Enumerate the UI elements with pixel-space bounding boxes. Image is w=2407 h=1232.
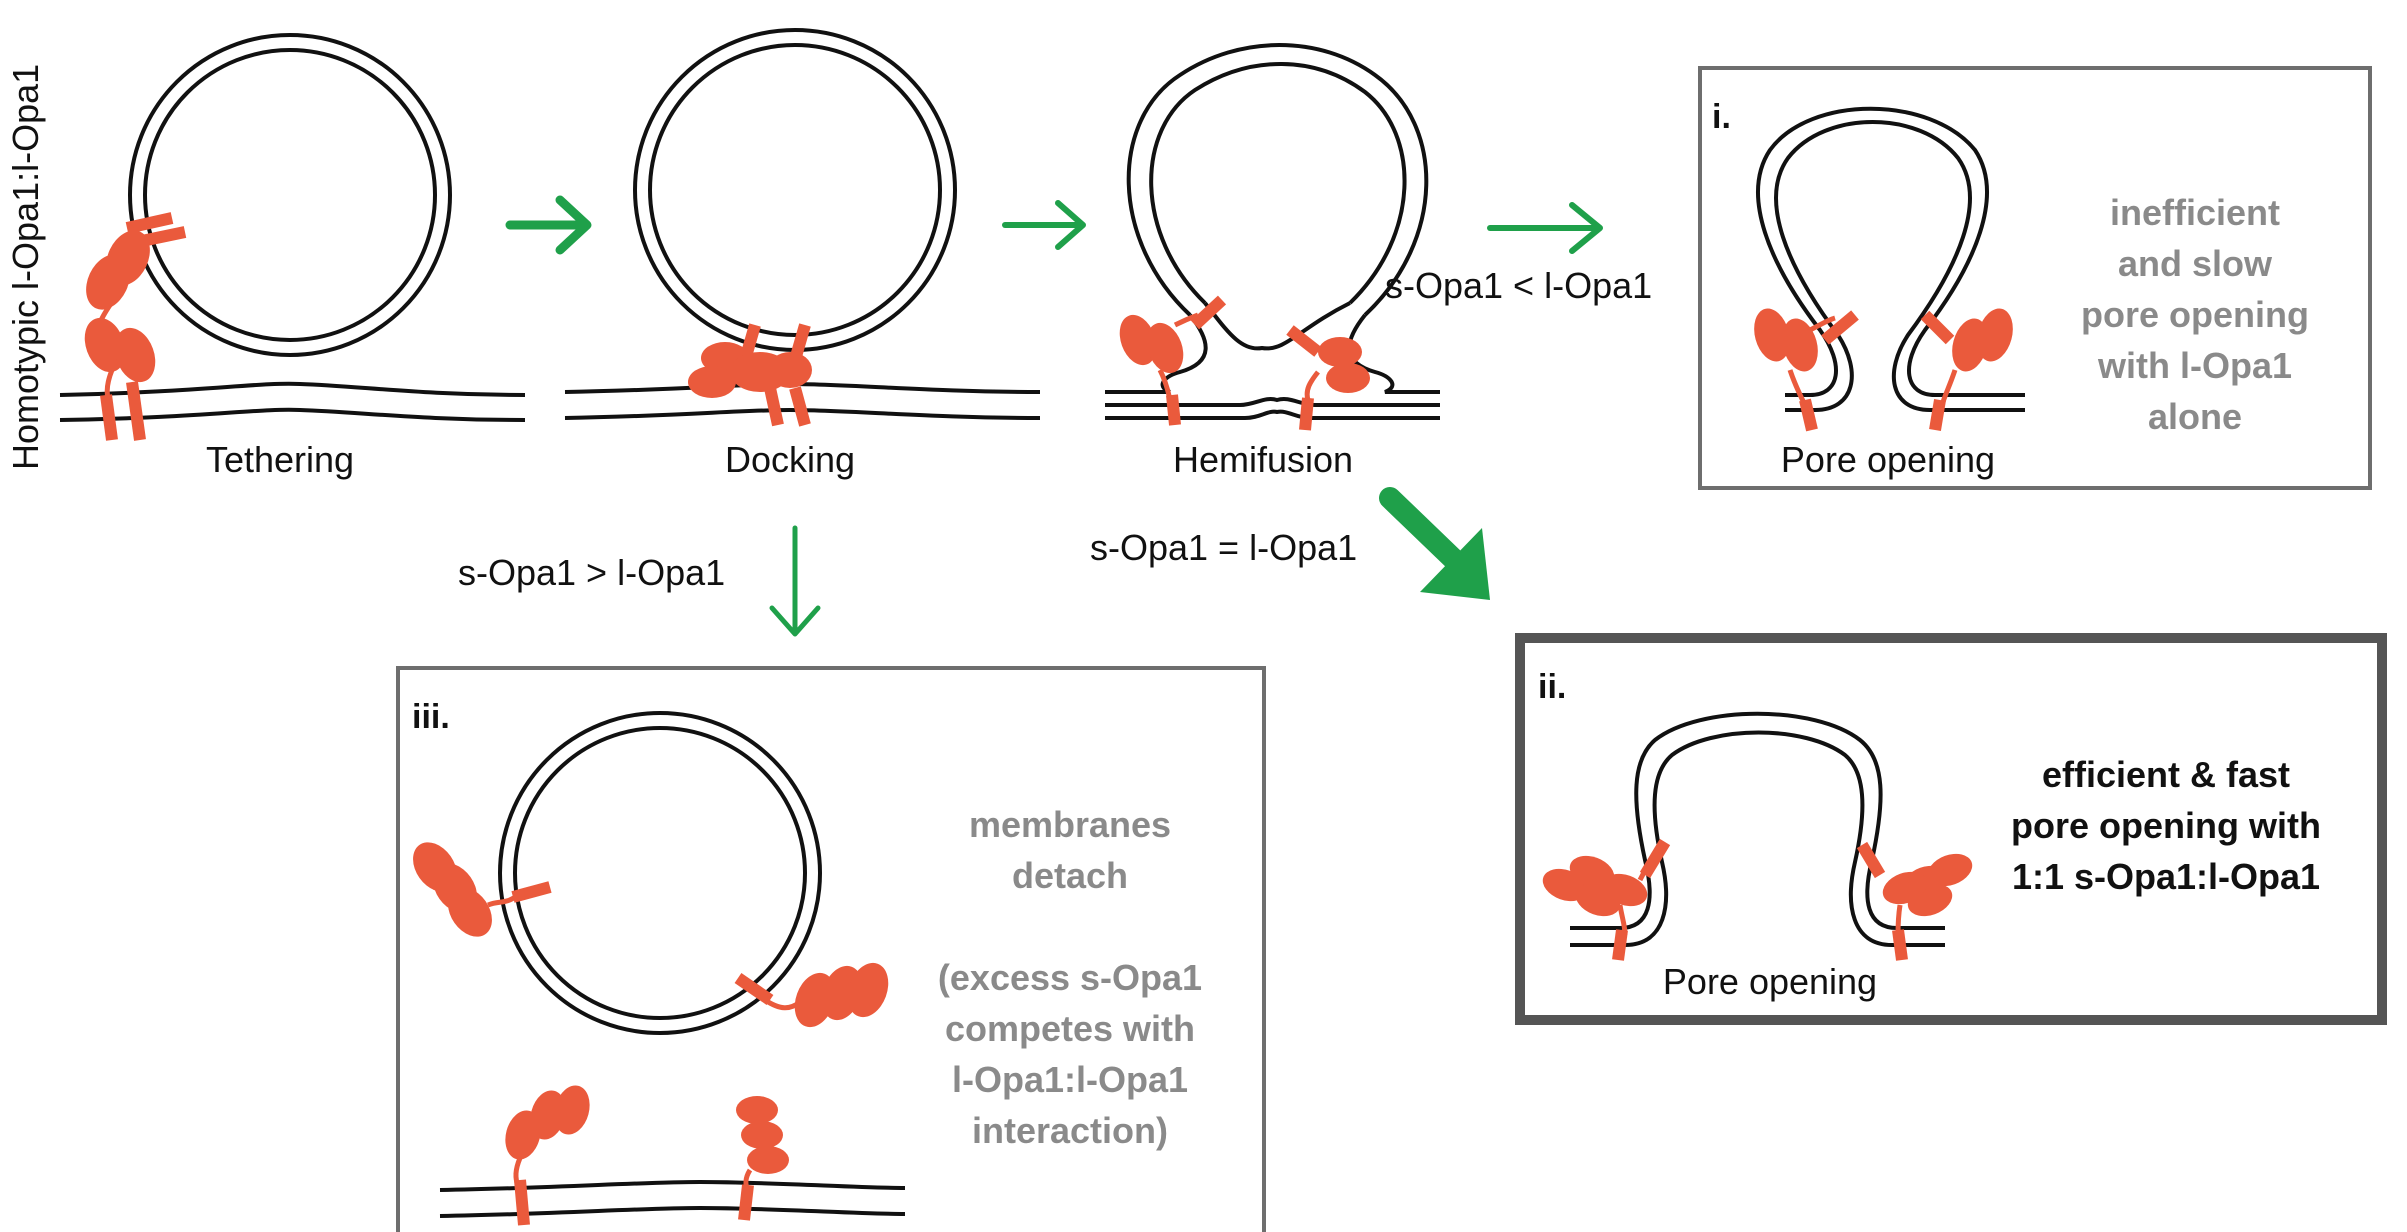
panel-i: i. Pore opening inefficient and slow por… xyxy=(1698,66,2372,490)
protein-domain xyxy=(741,1121,783,1149)
transmembrane-segment xyxy=(738,1184,754,1221)
svg-text:pore opening with: pore opening with xyxy=(2011,805,2321,846)
transmembrane-segment xyxy=(125,212,174,234)
protein-domain xyxy=(1318,337,1362,367)
condition-less: s-Opa1 < l-Opa1 xyxy=(1385,265,1652,306)
transmembrane-segment xyxy=(1892,929,1908,961)
panel-i-tag: i. xyxy=(1712,98,1731,136)
protein-domain xyxy=(1782,318,1818,372)
panel-ii: ii. Pore opening efficient & fast pore o… xyxy=(1515,633,2387,1025)
panel-iii-tag: iii. xyxy=(412,698,450,736)
protein-domain xyxy=(1602,873,1648,907)
green-arrow-to-panel-i xyxy=(1487,202,1603,254)
svg-text:detach: detach xyxy=(1012,855,1128,896)
protein-domain xyxy=(86,254,130,310)
svg-text:interaction): interaction) xyxy=(972,1110,1168,1151)
green-arrow-to-panel-iii xyxy=(769,525,821,637)
protein-domain xyxy=(736,1096,778,1124)
protein-domain xyxy=(1569,855,1615,889)
transmembrane-segment xyxy=(511,881,552,903)
svg-text:alone: alone xyxy=(2148,396,2242,437)
protein-domain xyxy=(768,352,812,388)
transmembrane-segment xyxy=(789,386,811,427)
protein-domain xyxy=(554,1085,590,1135)
green-arrow-1 xyxy=(505,195,592,255)
svg-text:with l-Opa1: with l-Opa1 xyxy=(2097,345,2292,386)
transmembrane-segment xyxy=(126,381,146,441)
condition-greater: s-Opa1 > l-Opa1 xyxy=(458,552,725,593)
panel-i-frame xyxy=(1698,66,2372,490)
stage-label-hemifusion: Hemifusion xyxy=(1173,439,1353,480)
panel-ii-frame xyxy=(1515,633,2387,1025)
protein-domain xyxy=(1119,314,1157,366)
protein-domain xyxy=(688,366,736,398)
protein-domain xyxy=(84,317,126,373)
tethering-stage: Tethering xyxy=(59,33,526,480)
svg-text:1:1 s-Opa1:l-Opa1: 1:1 s-Opa1:l-Opa1 xyxy=(2012,856,2320,897)
panel-iii: iii. membranes detach (excess s-Opa1 xyxy=(396,666,1266,1232)
panel-i-caption: Pore opening xyxy=(1781,439,1995,480)
transmembrane-segment xyxy=(1299,397,1314,431)
svg-text:membranes: membranes xyxy=(969,804,1171,845)
panel-iii-note: membranes detach (excess s-Opa1 competes… xyxy=(938,804,1202,1151)
stage-label-docking: Docking xyxy=(725,439,855,480)
protein-domain xyxy=(1326,363,1370,393)
protein-domain xyxy=(448,887,492,937)
transmembrane-segment xyxy=(734,973,774,1005)
transmembrane-segment xyxy=(1639,838,1671,879)
protein-domain xyxy=(847,962,889,1018)
svg-text:efficient & fast: efficient & fast xyxy=(2042,754,2290,795)
panel-ii-caption: Pore opening xyxy=(1663,961,1877,1002)
transmembrane-segment xyxy=(1929,399,1946,431)
panel-ii-note: efficient & fast pore opening with 1:1 s… xyxy=(2011,754,2321,897)
svg-text:and slow: and slow xyxy=(2118,243,2273,284)
green-arrow-to-panel-ii xyxy=(1379,487,1490,600)
transmembrane-segment xyxy=(1799,398,1818,432)
transmembrane-segment xyxy=(1166,394,1181,426)
protein-domain xyxy=(747,1146,789,1174)
panel-i-note: inefficient and slow pore opening with l… xyxy=(2081,192,2309,437)
transmembrane-segment xyxy=(100,394,118,441)
protein-domain xyxy=(1754,308,1790,362)
svg-text:inefficient: inefficient xyxy=(2110,192,2280,233)
svg-text:competes with: competes with xyxy=(945,1008,1195,1049)
transmembrane-segment xyxy=(514,1179,530,1226)
panel-ii-tag: ii. xyxy=(1538,668,1566,706)
side-label: Homotypic l-Opa1:l-Opa1 xyxy=(5,64,46,470)
protein-domain xyxy=(1882,871,1928,905)
protein-domain xyxy=(114,327,156,383)
transmembrane-segment xyxy=(1920,310,1955,345)
protein-domain xyxy=(1952,318,1988,372)
green-arrow-2 xyxy=(1002,200,1086,250)
transmembrane-segment xyxy=(764,386,784,427)
protein-domain xyxy=(1146,322,1184,374)
svg-text:pore opening: pore opening xyxy=(2081,294,2309,335)
svg-text:l-Opa1:l-Opa1: l-Opa1:l-Opa1 xyxy=(952,1059,1188,1100)
stage-label-tethering: Tethering xyxy=(206,439,354,480)
hemifusion-stage: Hemifusion xyxy=(1105,43,1440,480)
transmembrane-segment xyxy=(1286,325,1322,357)
transmembrane-segment xyxy=(1856,841,1886,879)
panel-iii-frame xyxy=(396,666,1266,1232)
transmembrane-segment xyxy=(1190,295,1227,330)
condition-equal: s-Opa1 = l-Opa1 xyxy=(1090,527,1357,568)
svg-text:(excess s-Opa1: (excess s-Opa1 xyxy=(938,957,1202,998)
transmembrane-segment xyxy=(1821,310,1859,345)
transmembrane-segment xyxy=(1612,929,1628,961)
docking-stage: Docking xyxy=(564,28,1041,480)
